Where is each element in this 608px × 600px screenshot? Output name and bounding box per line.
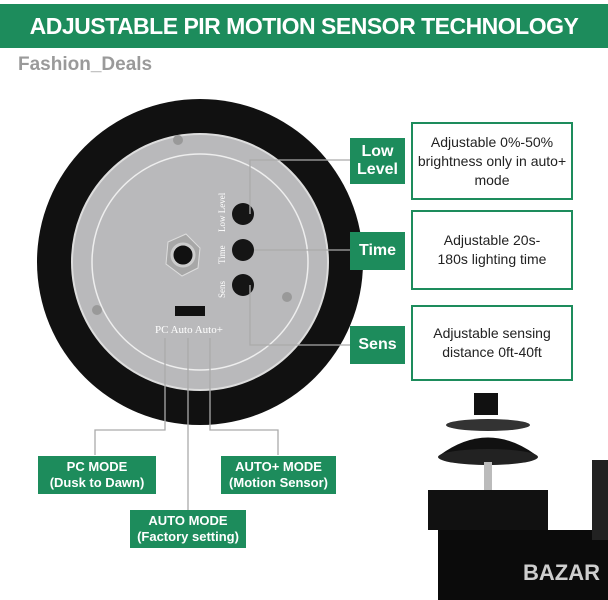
callout-desc-low-level: Adjustable 0%-50% brightness only in aut… bbox=[411, 122, 573, 200]
mode-pc: PC MODE(Dusk to Dawn) bbox=[38, 456, 156, 494]
switch-labels: PC Auto Auto+ bbox=[155, 324, 223, 336]
mode-subtitle: (Dusk to Dawn) bbox=[49, 475, 145, 490]
screw-icon bbox=[173, 135, 183, 145]
screw-icon bbox=[282, 292, 292, 302]
knob-label-time: Time bbox=[217, 245, 227, 264]
knob-label-sens: Sens bbox=[217, 281, 227, 299]
page-title: ADJUSTABLE PIR MOTION SENSOR TECHNOLOGY bbox=[0, 4, 608, 48]
mode-auto-plus: AUTO+ MODE(Motion Sensor) bbox=[221, 456, 336, 494]
callout-desc-sens: Adjustable sensing distance 0ft-40ft bbox=[411, 305, 573, 381]
knob-sens bbox=[232, 274, 254, 296]
callout-label-low-level: Low Level bbox=[350, 138, 405, 184]
knob-time bbox=[232, 239, 254, 261]
callout-label-time: Time bbox=[350, 232, 405, 270]
callout-label-sens: Sens bbox=[350, 326, 405, 364]
sensor-face bbox=[71, 133, 329, 391]
knob-low-level bbox=[232, 203, 254, 225]
mode-title: AUTO+ MODE bbox=[235, 459, 322, 474]
mode-subtitle: (Factory setting) bbox=[137, 529, 239, 544]
watermark: Fashion_Deals bbox=[18, 54, 153, 75]
mode-switch bbox=[175, 306, 205, 316]
screw-icon bbox=[92, 305, 102, 315]
knob-label-low-level: Low Level bbox=[217, 192, 227, 232]
mode-subtitle: (Motion Sensor) bbox=[229, 475, 328, 490]
mode-title: AUTO MODE bbox=[148, 513, 228, 528]
mode-title: PC MODE bbox=[66, 459, 128, 474]
mode-auto: AUTO MODE(Factory setting) bbox=[130, 510, 246, 548]
mounting-hardware bbox=[428, 393, 608, 600]
bottom-watermark: BAZAR bbox=[523, 560, 600, 585]
callout-desc-time: Adjustable 20s-180s lighting time bbox=[411, 210, 573, 290]
